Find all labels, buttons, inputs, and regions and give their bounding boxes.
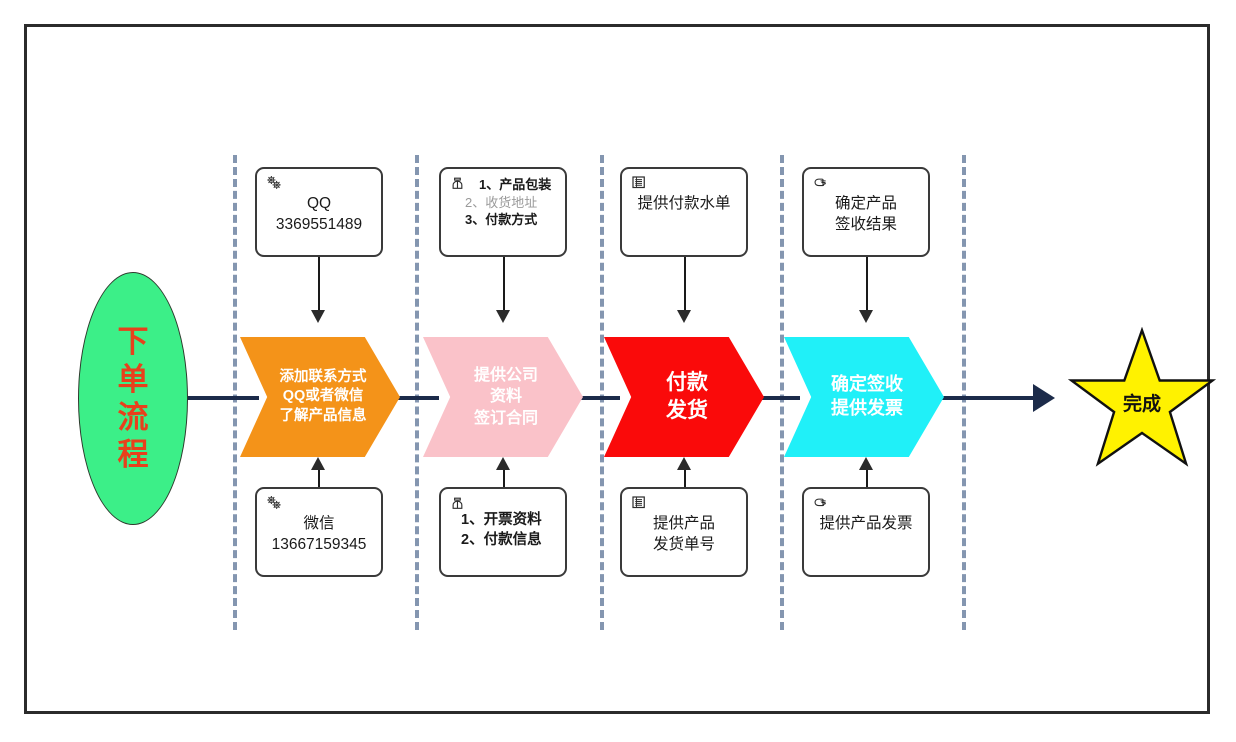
chevron-stage-2[interactable]: 提供公司 资料 签订合同 bbox=[423, 337, 583, 457]
start-node-order-process[interactable]: 下单流程 bbox=[78, 272, 188, 525]
spine-segment-2-3 bbox=[570, 396, 620, 400]
connector-stage-2-bottom-arrow bbox=[496, 457, 510, 470]
chevron-stage-4[interactable]: 确定签收 提供发票 bbox=[784, 337, 944, 457]
note-stage-4-top-text: 确定产品 签收结果 bbox=[834, 195, 897, 233]
note-stage-3-bottom-text: 提供产品 发货单号 bbox=[652, 515, 715, 553]
spine-segment-start bbox=[137, 396, 259, 400]
spine-arrowhead bbox=[1033, 384, 1055, 412]
connector-stage-2-top-arrow bbox=[496, 310, 510, 323]
pointing-hand-icon bbox=[811, 174, 831, 192]
list-document-icon bbox=[629, 174, 649, 192]
connector-stage-2-top bbox=[503, 257, 505, 315]
chevron-stage-4-text: 确定签收 提供发票 bbox=[831, 374, 903, 418]
note-stage-1-bottom-text: 微信 13667159345 bbox=[271, 515, 367, 553]
note-stage-4-bottom[interactable]: 提供产品发票 bbox=[802, 487, 930, 577]
gears-icon bbox=[264, 174, 284, 192]
person-icon bbox=[448, 494, 468, 512]
note-stage-1-top[interactable]: QQ 3369551489 bbox=[255, 167, 383, 257]
connector-stage-1-bottom-arrow bbox=[311, 457, 325, 470]
note-stage-4-bottom-text: 提供产品发票 bbox=[819, 515, 913, 532]
note-stage-4-top[interactable]: 确定产品 签收结果 bbox=[802, 167, 930, 257]
lane-divider-4 bbox=[780, 155, 784, 630]
lane-divider-3 bbox=[600, 155, 604, 630]
chevron-stage-2-text: 提供公司 资料 签订合同 bbox=[473, 367, 538, 427]
diagram-frame: 下单流程 QQ 3369551489 bbox=[24, 24, 1217, 714]
lane-divider-1 bbox=[233, 155, 237, 630]
note-stage-3-top-text: 提供付款水单 bbox=[637, 195, 731, 212]
connector-stage-1-top-arrow bbox=[311, 310, 325, 323]
spine-segment-3-4 bbox=[750, 396, 800, 400]
star-shape-icon bbox=[1067, 326, 1217, 467]
connector-stage-1-top bbox=[318, 257, 320, 315]
finish-node-complete[interactable]: 完成 bbox=[1067, 326, 1217, 470]
chevron-stage-3-text: 付款 发货 bbox=[666, 371, 708, 422]
connector-stage-4-top bbox=[866, 257, 868, 315]
connector-stage-4-bottom-arrow bbox=[859, 457, 873, 470]
chevron-stage-1-text: 添加联系方式 QQ或者微信 了解产品信息 bbox=[279, 369, 367, 424]
lane-divider-5 bbox=[962, 155, 966, 630]
person-icon bbox=[448, 174, 468, 192]
note-stage-1-top-text: QQ 3369551489 bbox=[275, 195, 363, 233]
chevron-stage-1[interactable]: 添加联系方式 QQ或者微信 了解产品信息 bbox=[240, 337, 400, 457]
connector-stage-4-top-arrow bbox=[859, 310, 873, 323]
start-node-label: 下单流程 bbox=[117, 323, 149, 473]
note-stage-2-bottom[interactable]: 1、开票资料 2、付款信息 bbox=[439, 487, 567, 577]
finish-node-label: 完成 bbox=[1122, 394, 1161, 415]
note-stage-1-bottom[interactable]: 微信 13667159345 bbox=[255, 487, 383, 577]
list-document-icon bbox=[629, 494, 649, 512]
chevron-stage-3[interactable]: 付款 发货 bbox=[604, 337, 764, 457]
note-stage-2-top[interactable]: 1、产品包装 2、收货地址 3、付款方式 bbox=[439, 167, 567, 257]
connector-stage-3-bottom-arrow bbox=[677, 457, 691, 470]
note-stage-3-top[interactable]: 提供付款水单 bbox=[620, 167, 748, 257]
note-stage-3-bottom[interactable]: 提供产品 发货单号 bbox=[620, 487, 748, 577]
note-stage-2-bottom-text: 1、开票资料 2、付款信息 bbox=[461, 512, 542, 549]
spine-segment-1-2 bbox=[389, 396, 439, 400]
connector-stage-3-top bbox=[684, 257, 686, 315]
gears-icon bbox=[264, 494, 284, 512]
pointing-hand-icon bbox=[811, 494, 831, 512]
spine-segment-finish bbox=[930, 396, 1036, 400]
lane-divider-2 bbox=[415, 155, 419, 630]
note-stage-2-top-text: 1、产品包装 2、收货地址 3、付款方式 bbox=[465, 177, 552, 228]
connector-stage-3-top-arrow bbox=[677, 310, 691, 323]
